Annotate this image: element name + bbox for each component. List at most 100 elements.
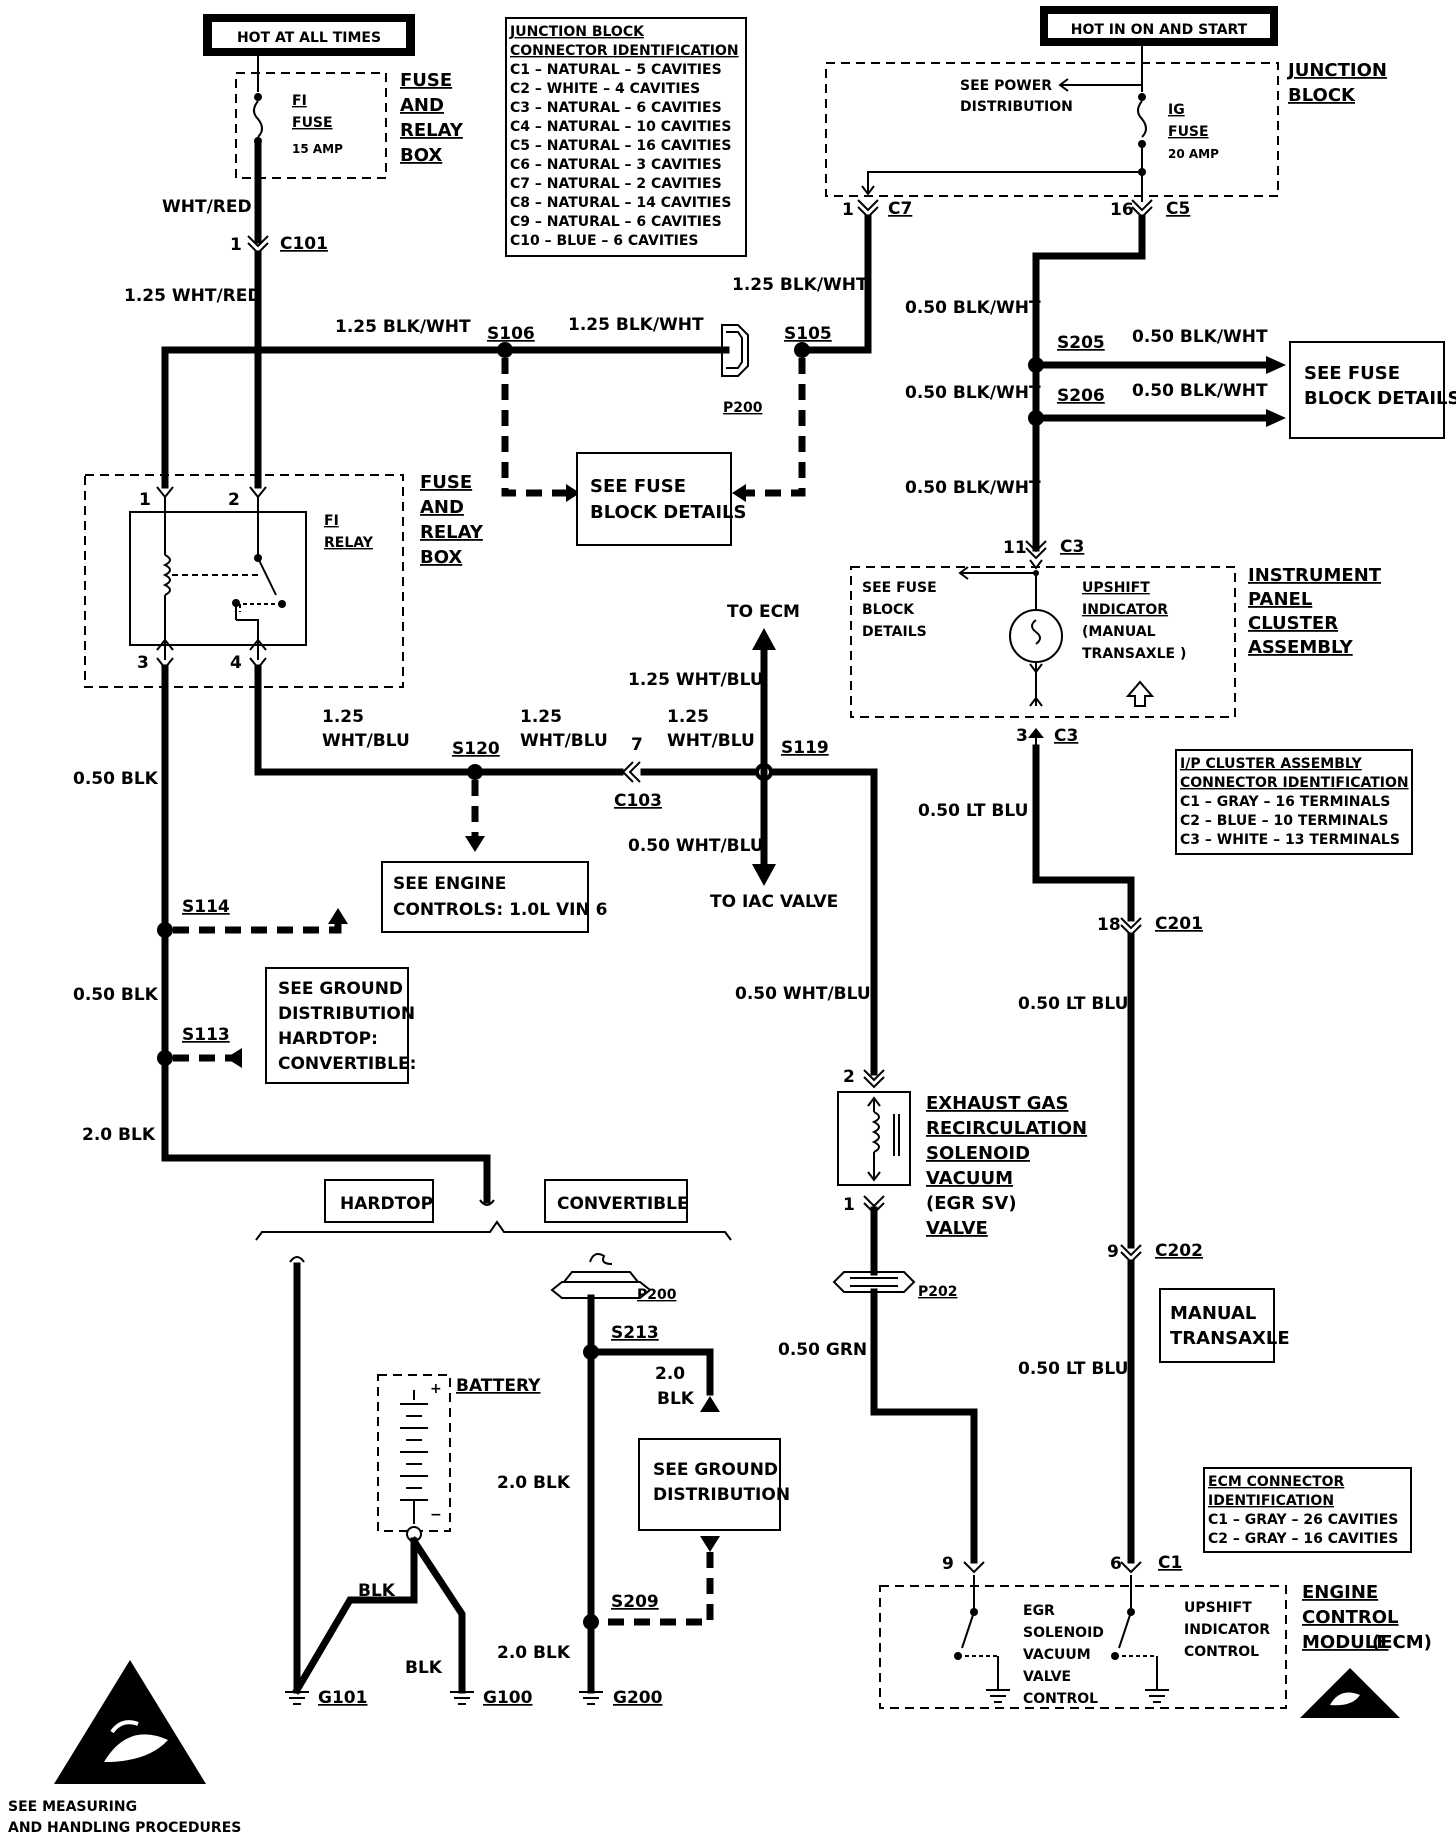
pass-through-label: P200 — [637, 1287, 677, 1303]
svg-text:C3 – NATURAL – 6 CAVITIES: C3 – NATURAL – 6 CAVITIES — [510, 100, 722, 116]
splice-s105 — [794, 342, 810, 358]
connector-c3-top — [1025, 540, 1047, 560]
wire-blk-battery — [292, 1537, 418, 1695]
wire-label: 0.50 LT BLU — [1018, 994, 1128, 1014]
ecm-egr-label: VALVE — [1023, 1669, 1071, 1685]
svg-text:CONVERTIBLE: CONVERTIBLE — [557, 1194, 689, 1214]
wire-label: 1.25 WHT/BLU — [628, 670, 764, 690]
svg-text:TRANSAXLE: TRANSAXLE — [1170, 1328, 1290, 1349]
ground-g100 — [450, 1691, 474, 1705]
svg-text:CONNECTOR IDENTIFICATION: CONNECTOR IDENTIFICATION — [1180, 775, 1409, 791]
svg-text:C6 – NATURAL – 3 CAVITIES: C6 – NATURAL – 3 CAVITIES — [510, 157, 722, 173]
ecm-box — [879, 1585, 1287, 1709]
ecm-upshift-label: CONTROL — [1184, 1644, 1259, 1660]
fi-fuse-symbol — [253, 50, 263, 244]
svg-text:C5 – NATURAL – 16 CAVITIES: C5 – NATURAL – 16 CAVITIES — [510, 138, 731, 154]
relay-pin: 1 — [139, 490, 151, 510]
junction-block-label: BLOCK — [1288, 85, 1356, 106]
splice-label: S105 — [784, 324, 832, 344]
ground-label: G100 — [483, 1688, 533, 1708]
connector-label: C202 — [1155, 1241, 1203, 1261]
svg-text:DISTRIBUTION: DISTRIBUTION — [653, 1485, 790, 1505]
see-fuse-block-cluster: BLOCK — [862, 602, 915, 618]
connector-label: C3 — [1060, 537, 1084, 557]
svg-text:C4 – NATURAL – 10 CAVITIES: C4 – NATURAL – 10 CAVITIES — [510, 119, 731, 135]
wire-blk — [161, 1154, 491, 1204]
instrument-panel-label: ASSEMBLY — [1248, 637, 1354, 658]
wire-label: 0.50 LT BLU — [1018, 1359, 1128, 1379]
pass-through-label: P202 — [918, 1284, 957, 1300]
instrument-panel-label: CLUSTER — [1248, 613, 1338, 634]
splice-s120 — [467, 764, 483, 780]
wire-label: 1.25 — [520, 707, 562, 727]
svg-text:C10 – BLUE – 6 CAVITIES: C10 – BLUE – 6 CAVITIES — [510, 233, 699, 249]
svg-text:HARDTOP:: HARDTOP: — [278, 1029, 378, 1049]
wire-label: 0.50 BLK — [73, 985, 159, 1005]
wire-label: WHT/BLU — [520, 731, 608, 751]
pass-through-p200-convertible — [550, 1253, 652, 1299]
egr-label: RECIRCULATION — [926, 1118, 1087, 1139]
splice-label: S113 — [182, 1025, 230, 1045]
splice-label: S209 — [611, 1592, 659, 1612]
svg-text:IDENTIFICATION: IDENTIFICATION — [1208, 1493, 1334, 1509]
hot-in-on-start-box: HOT IN ON AND START — [1040, 6, 1278, 46]
wire-label: 2.0 BLK — [82, 1125, 156, 1145]
junction-block-label: JUNCTION — [1286, 60, 1387, 81]
relay-switch — [232, 497, 286, 660]
ig-fuse-symbol — [861, 46, 1147, 202]
connector-pin: 3 — [1016, 726, 1028, 746]
egr-label: (EGR SV) — [926, 1193, 1017, 1214]
relay-coil — [162, 497, 258, 660]
ecm-label: CONTROL — [1302, 1607, 1399, 1628]
svg-text:CONTROLS: 1.0L VIN 6: CONTROLS: 1.0L VIN 6 — [393, 900, 607, 920]
svg-text:C1 – NATURAL – 5 CAVITIES: C1 – NATURAL – 5 CAVITIES — [510, 62, 722, 78]
see-power-distribution: SEE POWER — [960, 78, 1052, 94]
splice-s209 — [583, 1614, 599, 1630]
splice-label: S120 — [452, 739, 500, 759]
convertible-option-box: CONVERTIBLE — [544, 1179, 689, 1223]
svg-text:HARDTOP: HARDTOP — [340, 1194, 433, 1214]
svg-text:+: + — [430, 1381, 442, 1397]
wire-wht-blu — [254, 664, 624, 776]
see-ground-distribution-box: SEE GROUND DISTRIBUTION HARDTOP: CONVERT… — [265, 967, 416, 1084]
svg-text:CONNECTOR IDENTIFICATION: CONNECTOR IDENTIFICATION — [510, 43, 739, 59]
connector-pin: 1 — [842, 200, 854, 220]
wire-label: 1.25 BLK/WHT — [568, 315, 704, 335]
see-power-distribution: DISTRIBUTION — [960, 99, 1073, 115]
ip-cluster-connector-table: I/P CLUSTER ASSEMBLY CONNECTOR IDENTIFIC… — [1175, 749, 1413, 855]
upshift-indicator-label: (MANUAL — [1082, 624, 1156, 640]
fuse-relay-box-label: RELAY — [400, 120, 464, 141]
svg-text:C2 – BLUE – 10 TERMINALS: C2 – BLUE – 10 TERMINALS — [1180, 813, 1388, 829]
instrument-cluster-box — [850, 566, 1236, 718]
wire-label: 0.50 BLK/WHT — [1132, 327, 1268, 347]
dashed-wire — [501, 358, 570, 497]
battery: + − — [377, 1374, 451, 1542]
see-measuring-label: SEE MEASURING — [8, 1799, 137, 1815]
egr-label: VACUUM — [926, 1168, 1013, 1189]
wire-label: BLK — [405, 1658, 443, 1678]
splice-label: S206 — [1057, 386, 1105, 406]
dashed-wire — [173, 922, 342, 934]
option-bracket — [255, 1220, 732, 1241]
instrument-panel-label: PANEL — [1248, 589, 1312, 610]
fi-fuse-rating: 15 AMP — [292, 142, 343, 156]
egr-label: SOLENOID — [926, 1143, 1030, 1164]
svg-text:C7 – NATURAL – 2 CAVITIES: C7 – NATURAL – 2 CAVITIES — [510, 176, 722, 192]
fuse-relay-box-label: BOX — [420, 547, 462, 568]
ig-fuse-label: FUSE — [1168, 124, 1209, 140]
connector-label: C101 — [280, 234, 328, 254]
wire-label: 0.50 GRN — [778, 1340, 867, 1360]
wire-label: WHT/RED — [162, 197, 252, 217]
svg-text:JUNCTION BLOCK: JUNCTION BLOCK — [509, 24, 645, 40]
connector-c5 — [1131, 199, 1153, 219]
svg-text:BLOCK DETAILS: BLOCK DETAILS — [590, 502, 746, 523]
wire-label: 1.25 BLK/WHT — [335, 317, 471, 337]
wire-label: WHT/BLU — [322, 731, 410, 751]
upshift-indicator-label: INDICATOR — [1082, 602, 1168, 618]
wire-label: 1.25 WHT/RED — [124, 286, 261, 306]
ecm-connector-table: ECM CONNECTOR IDENTIFICATION C1 – GRAY –… — [1203, 1467, 1412, 1553]
svg-text:−: − — [430, 1507, 442, 1523]
svg-text:C2 – WHITE – 4 CAVITIES: C2 – WHITE – 4 CAVITIES — [510, 81, 700, 97]
see-fuse-block-details-left: SEE FUSE BLOCK DETAILS — [576, 452, 746, 546]
